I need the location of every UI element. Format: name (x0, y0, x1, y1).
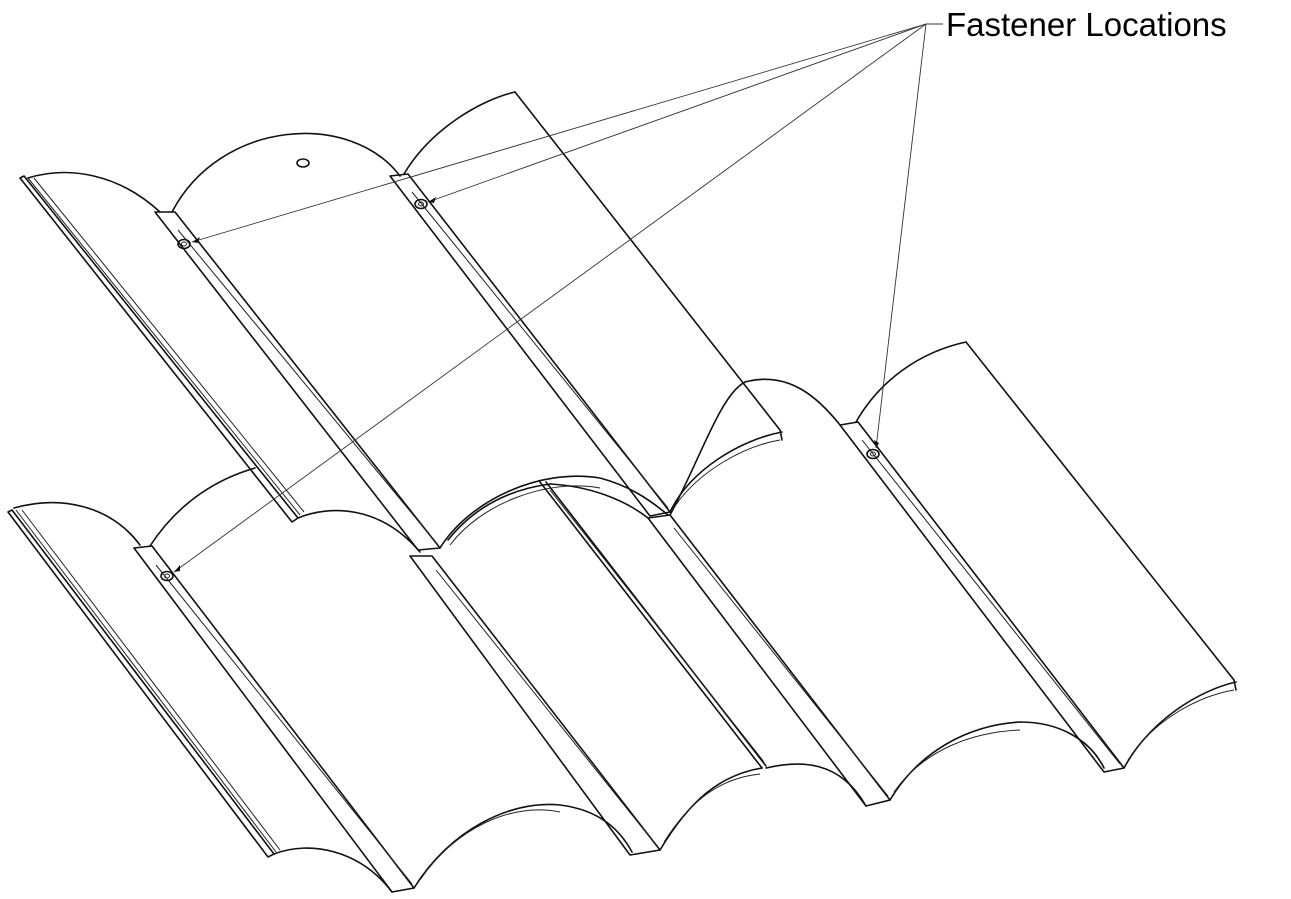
leader-to-fastener-1 (191, 23, 927, 243)
lower-left-flange (7, 509, 275, 858)
upper-vent-hole (296, 158, 310, 168)
upper-center-barrel-arc (171, 132, 401, 213)
callout-label-fastener-locations: Fastener Locations (946, 6, 1227, 43)
upper-tile (19, 91, 783, 553)
leader-to-fastener-3 (173, 23, 927, 573)
fastener-2 (414, 198, 428, 210)
leader-to-fastener-4 (875, 23, 927, 449)
callout-leader-lines (173, 23, 943, 573)
leader-to-fastener-2 (427, 23, 927, 203)
upper-right-barrel-arc (403, 91, 516, 175)
upper-left-flange (19, 175, 299, 523)
lower-rib-1 (133, 545, 415, 893)
lower-left-tile (7, 467, 763, 893)
fastener-3 (160, 570, 174, 582)
lower-right-rib (839, 421, 1125, 773)
upper-right-edge (514, 91, 783, 441)
fastener-4 (866, 448, 880, 460)
fastener-1 (177, 238, 191, 250)
lower-right-tile (647, 341, 1237, 807)
lower-center-channel (447, 481, 767, 769)
upper-left-barrel-arc (27, 171, 161, 213)
upper-rib-2 (389, 173, 671, 517)
